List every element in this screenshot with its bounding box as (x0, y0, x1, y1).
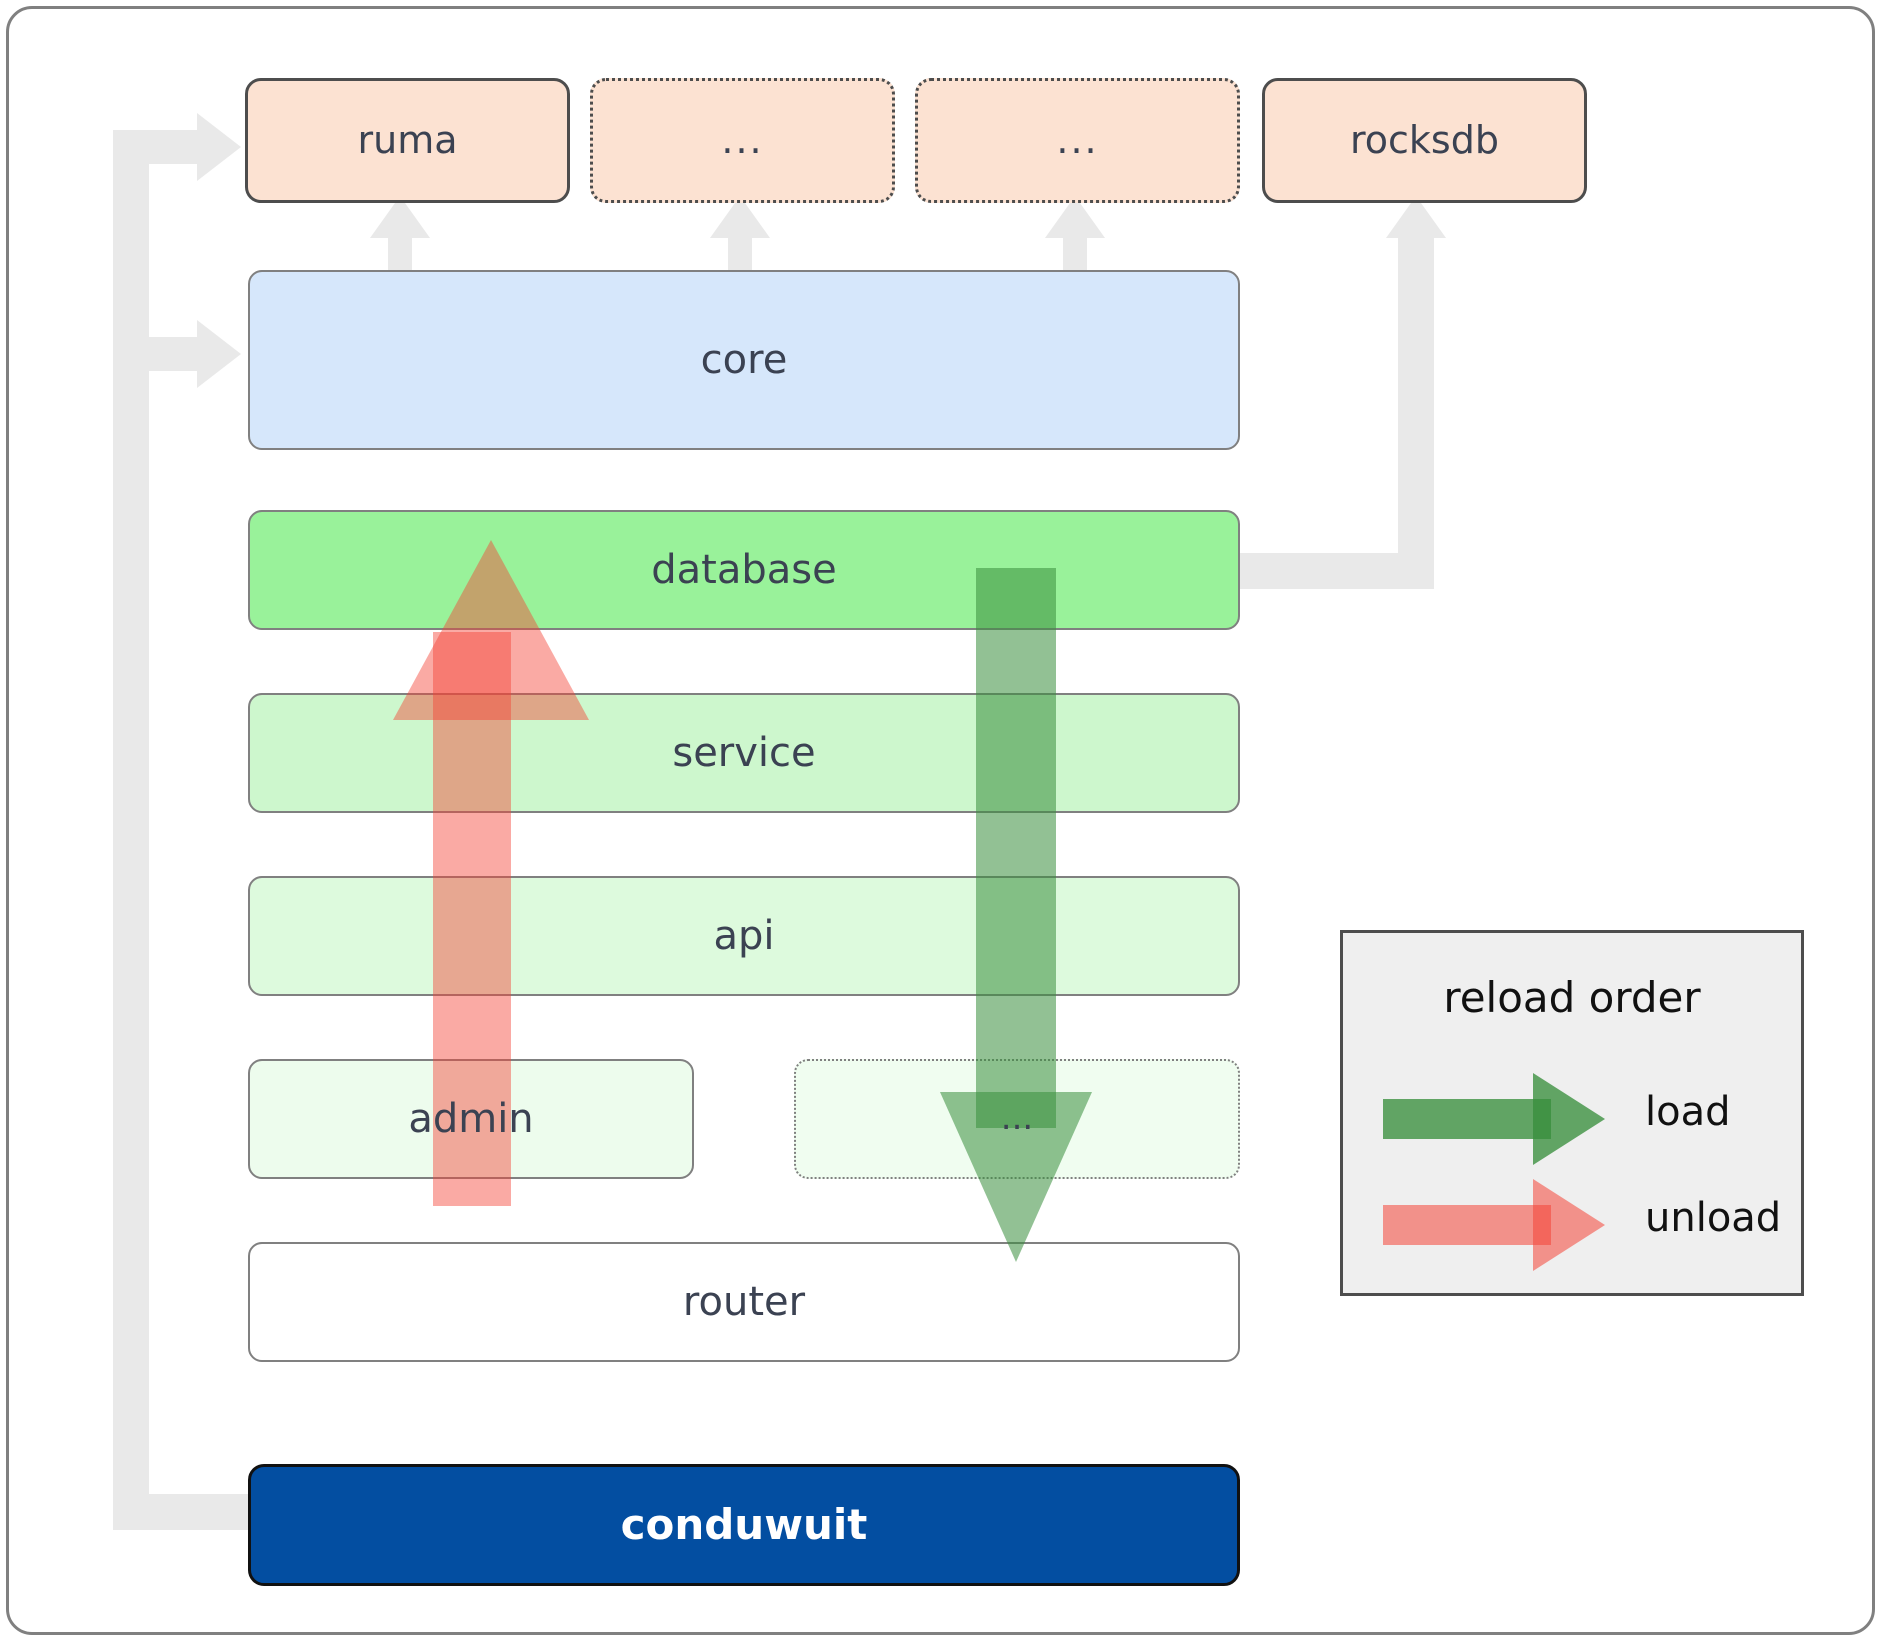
connector-to-conduwuit (113, 1494, 253, 1530)
load-arrow-shaft (976, 568, 1056, 1128)
unload-flow-arrow (393, 540, 589, 1330)
app-box-conduwuit[interactable]: conduwuit (248, 1464, 1240, 1586)
connector-to-ruma-stem (113, 130, 213, 164)
connector-core-to-ruma-arrow (370, 196, 430, 238)
core-box[interactable]: core (248, 270, 1240, 450)
legend-unload-arrow-shaft (1383, 1205, 1551, 1245)
connector-core-to-dep3-arrow (1045, 196, 1105, 238)
dependency-box-rocksdb[interactable]: rocksdb (1262, 78, 1587, 203)
unload-arrow-head (393, 540, 589, 720)
layer-label-api: api (713, 913, 775, 959)
layer-box-router[interactable]: router (248, 1242, 1240, 1362)
layer-label-database: database (651, 547, 837, 593)
dependency-box-dep2[interactable]: ... (590, 78, 895, 203)
legend-load-arrow-head (1533, 1073, 1605, 1165)
core-label: core (700, 337, 788, 383)
layer-box-database[interactable]: database (248, 510, 1240, 630)
connector-db-to-rocksdb-horizontal (1238, 553, 1418, 589)
connector-to-ruma-arrow (197, 113, 241, 181)
layer-label-service: service (672, 730, 816, 776)
layer-box-service[interactable]: service (248, 693, 1240, 813)
layer-label-extra: ... (1000, 1098, 1034, 1139)
dependency-label-rocksdb: rocksdb (1350, 117, 1499, 162)
layer-label-router: router (682, 1279, 806, 1325)
layer-label-admin: admin (408, 1096, 534, 1142)
connector-db-to-rocksdb-arrow (1386, 196, 1446, 238)
unload-arrow-shaft (433, 632, 511, 1206)
legend-unload-arrow-head (1533, 1179, 1605, 1271)
dependency-label-dep3: ... (1056, 117, 1099, 162)
legend-panel: reload order load unload (1340, 930, 1804, 1296)
dependency-box-dep3[interactable]: ... (915, 78, 1240, 203)
legend-title: reload order (1443, 973, 1701, 1022)
legend-load-arrow-shaft (1383, 1099, 1551, 1139)
dependency-box-ruma[interactable]: ruma (245, 78, 570, 203)
legend-unload-label: unload (1645, 1195, 1782, 1241)
dependency-label-ruma: ruma (357, 117, 458, 162)
layer-box-api[interactable]: api (248, 876, 1240, 996)
connector-to-core-arrow (197, 320, 241, 388)
dependency-label-dep2: ... (721, 117, 764, 162)
layer-box-admin[interactable]: admin (248, 1059, 694, 1179)
load-flow-arrow (940, 568, 1092, 1358)
connector-core-to-dep2-arrow (710, 196, 770, 238)
legend-load-label: load (1645, 1089, 1731, 1135)
app-label-conduwuit: conduwuit (620, 1499, 868, 1549)
load-arrow-head (940, 1092, 1092, 1262)
connector-db-to-rocksdb-vertical (1398, 235, 1434, 589)
